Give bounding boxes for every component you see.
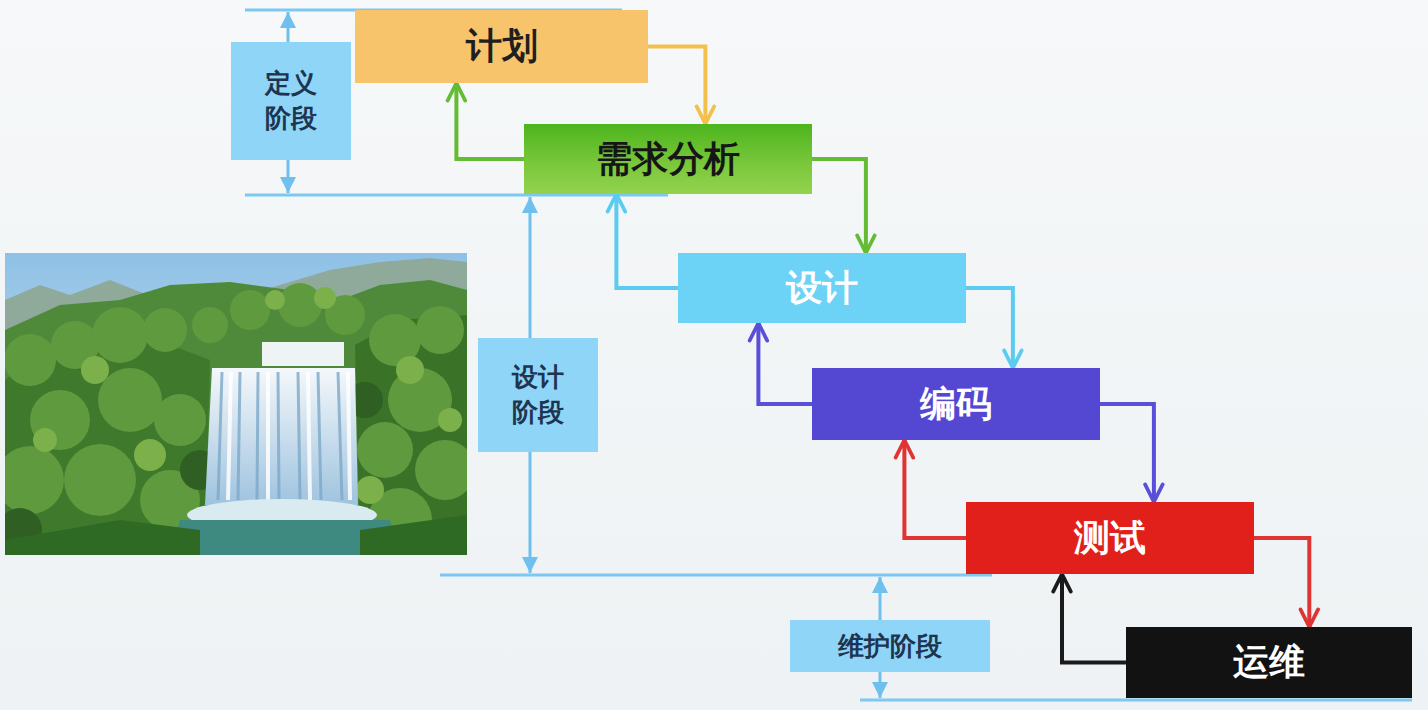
step-text: 计划: [466, 22, 538, 71]
step-text: 编码: [920, 380, 992, 429]
flow-arrow: [1100, 404, 1154, 502]
phase-label: 设计阶段: [478, 338, 598, 452]
process-box: 测试: [966, 502, 1254, 574]
phase-brackets: [288, 12, 880, 698]
flow-arrow: [1254, 538, 1309, 627]
flow-arrow: [966, 288, 1013, 368]
flow-arrow: [648, 47, 705, 125]
process-box: 运维: [1126, 627, 1412, 698]
step-text: 运维: [1233, 638, 1305, 687]
process-box: 需求分析: [524, 124, 812, 194]
step-text: 设计: [786, 264, 858, 313]
flow-arrow: [1062, 574, 1126, 663]
flow-arrow: [456, 83, 524, 159]
waterfall-photo: [5, 253, 467, 555]
flow-arrow: [616, 194, 678, 288]
step-text: 测试: [1074, 514, 1146, 563]
process-box: 计划: [355, 10, 648, 83]
flow-arrow: [758, 323, 812, 404]
phase-text: 维护阶段: [838, 629, 942, 664]
phase-label: 维护阶段: [790, 620, 990, 672]
phase-lines: [245, 10, 1412, 700]
step-text: 需求分析: [596, 135, 740, 184]
flow-arrow: [812, 159, 866, 253]
phase-text: 设计阶段: [511, 360, 564, 430]
phase-label: 定义阶段: [231, 42, 351, 160]
process-box: 编码: [812, 368, 1100, 440]
process-box: 设计: [678, 253, 966, 323]
phase-text: 定义阶段: [264, 66, 317, 136]
flow-arrow: [904, 440, 966, 538]
